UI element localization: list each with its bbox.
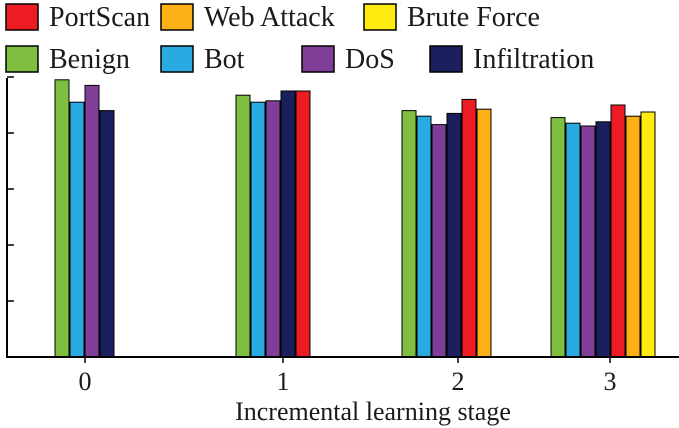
bar-benign-stage-3: [550, 117, 566, 358]
legend-item-dos: DoS: [301, 44, 395, 75]
legend-item-bot: Bot: [160, 44, 245, 75]
x-axis-title: Incremental learning stage: [235, 397, 511, 426]
bar-dos-stage-0: [84, 84, 100, 358]
bar-benign-stage-0: [54, 79, 70, 358]
legend-label-bot: Bot: [204, 44, 245, 75]
bar-brute-force-stage-3: [640, 111, 656, 358]
bar-dos-stage-2: [431, 124, 447, 358]
bar-bot-stage-0: [69, 101, 85, 358]
legend-label-brute-force: Brute Force: [407, 2, 540, 33]
x-tick-label: 0: [79, 367, 92, 396]
legend-swatch-infiltration: [429, 45, 463, 73]
legend-item-portscan: PortScan: [5, 2, 150, 33]
legend-swatch-web-attack: [160, 3, 194, 31]
axes: 0 1 2 3: [6, 76, 679, 396]
legend-swatch-bot: [160, 45, 194, 73]
legend-item-infiltration: Infiltration: [429, 44, 594, 75]
legend-label-dos: DoS: [345, 44, 395, 75]
bar-portscan-stage-1: [295, 90, 311, 358]
legend-label-portscan: PortScan: [49, 2, 150, 33]
x-tick-label: 1: [277, 367, 290, 396]
bar-infiltration-stage-2: [446, 112, 462, 358]
bar-portscan-stage-2: [461, 98, 477, 358]
bar-dos-stage-3: [580, 125, 596, 358]
legend-swatch-benign: [5, 45, 39, 73]
legend-label-infiltration: Infiltration: [473, 44, 594, 75]
legend-swatch-portscan: [5, 3, 39, 31]
legend-item-brute-force: Brute Force: [363, 2, 540, 33]
bar-bot-stage-2: [416, 115, 432, 358]
bar-infiltration-stage-1: [280, 90, 296, 358]
legend-item-web-attack: Web Attack: [160, 2, 335, 33]
x-tick-label: 2: [452, 367, 465, 396]
bar-dos-stage-1: [265, 100, 281, 358]
legend-swatch-dos: [301, 45, 335, 73]
bar-portscan-stage-3: [610, 104, 626, 358]
bar-web-attack-stage-3: [625, 115, 641, 358]
bar-web-attack-stage-2: [476, 108, 492, 358]
bar-benign-stage-1: [235, 94, 251, 358]
bars: [54, 79, 656, 358]
legend-label-benign: Benign: [49, 44, 130, 75]
bar-bot-stage-3: [565, 122, 581, 358]
bar-infiltration-stage-0: [99, 110, 115, 358]
legend-label-web-attack: Web Attack: [204, 2, 335, 33]
x-tick-label: 3: [604, 367, 617, 396]
bar-infiltration-stage-3: [595, 121, 611, 358]
legend-item-benign: Benign: [5, 44, 130, 75]
bar-benign-stage-2: [401, 110, 417, 358]
bar-bot-stage-1: [250, 101, 266, 358]
legend-swatch-brute-force: [363, 3, 397, 31]
